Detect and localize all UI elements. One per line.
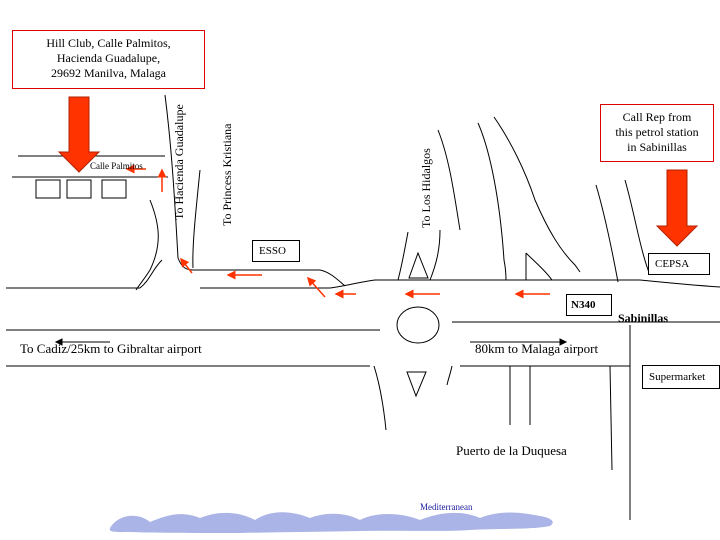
call-rep-line-1: Call Rep from [622,110,692,124]
hill-club-line-3: 29692 Manilva, Malaga [51,66,166,80]
hill-club-callout: Hill Club, Calle Palmitos, Hacienda Guad… [12,30,205,89]
big-arrows [57,96,699,247]
call-rep-callout: Call Rep from this petrol station in Sab… [600,104,714,162]
malaga-direction-label: 80km to Malaga airport [475,341,599,356]
side-roads [135,94,651,520]
supermarket-box: Supermarket [642,365,720,389]
to-hidalgos-label: To Los Hidalgos [419,148,433,228]
cadiz-direction-label: To Cadiz/25km to Gibraltar airport [20,341,202,356]
roundabout [396,251,440,398]
esso-station: ESSO [252,240,300,262]
calle-palmitos-label: Calle Palmitos [90,161,143,171]
to-princess-label: To Princess Kristiana [220,123,234,226]
route-arrows [125,164,550,299]
cepsa-station: CEPSA [648,253,710,275]
main-road-n340 [6,259,720,367]
sea-label: Mediterranean [420,502,473,512]
call-rep-line-3: in Sabinillas [627,140,687,154]
houses [35,179,127,199]
puerto-label: Puerto de la Duquesa [456,443,567,458]
sabinillas-label: Sabinillas [618,311,669,325]
direction-arrows [54,338,568,346]
to-hacienda-label: To Hacienda Guadalupe [172,104,186,220]
sea [109,512,553,533]
call-rep-line-2: this petrol station [615,125,699,139]
hill-club-line-1: Hill Club, Calle Palmitos, [46,36,171,50]
n340-road-sign: N340 [566,294,612,316]
hill-club-line-2: Hacienda Guadalupe, [56,51,161,65]
